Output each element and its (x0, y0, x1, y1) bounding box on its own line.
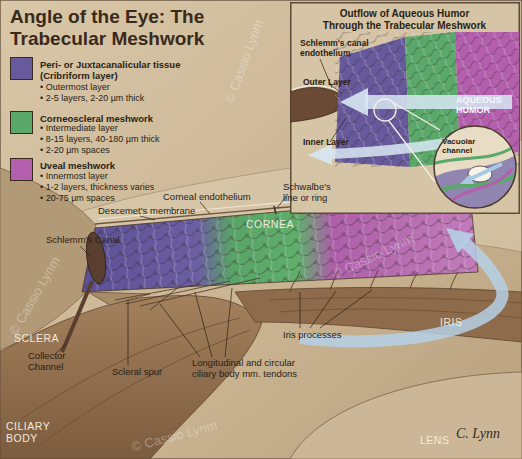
legend-bullet: • 1-2 layers, thickness varies (40, 182, 154, 193)
zoom-marker (374, 99, 396, 121)
aqueous-flow-arrow (300, 228, 503, 341)
legend-bullet: • 2-20 µm spaces (40, 145, 110, 156)
magnifier-tissue (460, 174, 474, 184)
node-text: Outflow of Aqueous Humor Through the Tra… (320, 8, 489, 32)
magnifier-circle: Vacuolar channel (432, 124, 518, 210)
lens (290, 372, 522, 459)
ciliary-body (40, 330, 250, 445)
region-label: IRIS (440, 316, 462, 328)
magnifier-illustration (432, 124, 518, 210)
artist-signature: C. Lynn (456, 426, 500, 442)
aqueous-flow-arrow (300, 242, 503, 341)
inset-label: Inner Layer (303, 137, 349, 147)
zoom-marker (389, 121, 435, 182)
ciliary-tendons (150, 286, 180, 310)
part-label: Corneal endothelium (163, 191, 251, 202)
leader-lines (310, 291, 336, 328)
leader-lines (300, 292, 301, 328)
legend-bullet: • 2-5 layers, 2-20 µm thick (40, 93, 144, 104)
legend-text: Corneoscleral meshwork (40, 113, 200, 124)
zoom-marker (374, 99, 440, 182)
corneal-layers (274, 206, 276, 214)
magnifier-rim (434, 126, 516, 208)
leader-lines (55, 194, 372, 365)
region-label: CORNEA (246, 218, 294, 230)
legend-swatch (10, 111, 33, 134)
inset-leader-lines (320, 59, 346, 142)
legend-bullet: • Innermost layer (40, 171, 108, 182)
ciliary-tendons (125, 281, 230, 304)
part-label: Longitudinal and circular ciliary body m… (192, 357, 307, 379)
legend-text: Peri- or Juxtacanalicular tissue (Cribri… (40, 59, 200, 81)
leader-lines (140, 216, 155, 220)
diagram-title: Angle of the Eye: The Trabecular Meshwor… (10, 6, 250, 50)
leader-lines (160, 304, 200, 357)
legend-bullet: • Intermediate layer (40, 123, 118, 134)
leader-lines (200, 202, 210, 214)
leader-lines (128, 300, 129, 365)
scleral-spur (88, 292, 150, 305)
lens (290, 372, 522, 459)
flow-label: AQUEOUS HUMOR (456, 95, 511, 115)
part-label: Collector Channel (28, 350, 78, 372)
legend-bullet: • Outermost layer (40, 82, 110, 93)
inset-flow-arrows (340, 88, 368, 116)
ciliary-tendons (115, 278, 260, 310)
collector-channel (62, 282, 92, 352)
iris-processes (290, 271, 300, 292)
legend-text: Uveal meshwork (40, 160, 200, 171)
magnifier-tissue (468, 164, 502, 180)
zoom-marker (394, 103, 440, 130)
legend-swatch (10, 57, 33, 80)
leader-lines (225, 288, 232, 357)
collector-channel (62, 282, 92, 352)
inset-label: Schlemm's canal endothelium (300, 38, 370, 58)
part-label: Scleral spur (112, 366, 162, 377)
region-label: LENS (420, 434, 449, 446)
legend-swatch (10, 158, 33, 181)
legend-bullet: • 20-75 µm spaces (40, 193, 115, 204)
part-label: Iris processes (283, 329, 342, 340)
part-label: Schwalbe's line or ring (283, 181, 338, 203)
legend-bullet: • 8-15 layers, 40-180 µm thick (40, 134, 159, 145)
ciliary-tendons (140, 278, 260, 306)
aqueous-flow-arrow (446, 228, 474, 253)
iris-processes (410, 272, 418, 289)
inset-label: Outer Layer (303, 77, 351, 87)
iris-processes (450, 272, 458, 290)
part-label: Descemet's membrane (98, 205, 195, 216)
inset-flow-arrows (308, 144, 332, 165)
ciliary-tendons (115, 284, 200, 300)
leader-lines (80, 246, 90, 256)
iris (270, 298, 522, 303)
leader-lines (195, 292, 212, 357)
scleral-spur (88, 292, 150, 305)
iris-processes (290, 270, 458, 292)
part-label: Schlemm's Canal (46, 234, 120, 245)
region-label: CILIARY BODY (6, 420, 51, 444)
node-text: Vacuolar channel (442, 137, 492, 155)
iris-processes (370, 270, 378, 289)
leader-lines (320, 290, 372, 328)
